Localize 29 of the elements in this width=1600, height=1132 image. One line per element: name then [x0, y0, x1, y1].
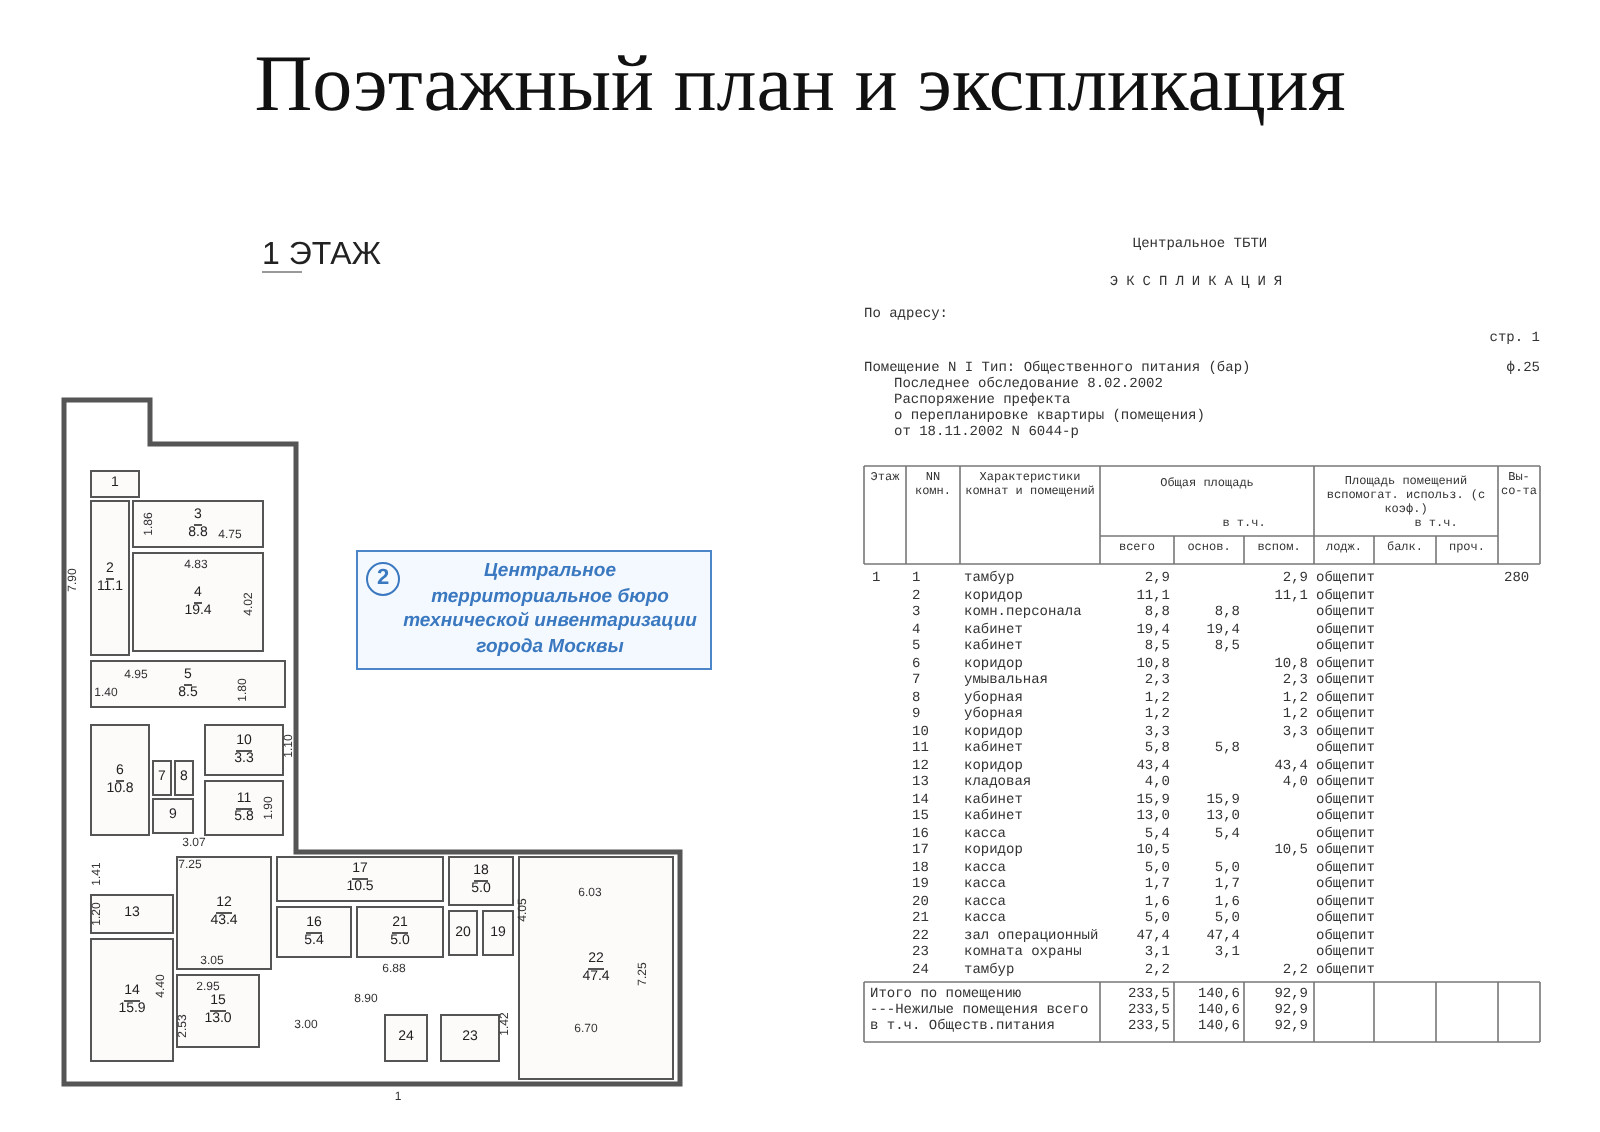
- room: [276, 856, 444, 902]
- room: [90, 500, 130, 656]
- room: [152, 798, 194, 834]
- stamp-text: Центральное территориальное бюро технической инвентаризации города Москвы: [401, 560, 699, 660]
- room: [176, 856, 272, 970]
- room: [518, 856, 674, 1080]
- room: [176, 974, 260, 1048]
- stamp-number: 2: [366, 562, 400, 596]
- floor-heading: 1 ЭТАЖ: [262, 240, 382, 272]
- stamp: [356, 550, 712, 670]
- room: [90, 894, 174, 934]
- room: [204, 724, 284, 776]
- room: [90, 938, 174, 1062]
- room: [482, 910, 514, 956]
- room: [132, 500, 264, 548]
- room: [356, 906, 444, 958]
- room: [384, 1014, 428, 1062]
- room: [448, 856, 514, 906]
- room: [90, 724, 150, 836]
- page-title: Поэтажный план и экспликация: [254, 44, 1346, 124]
- room: [204, 780, 284, 836]
- room: [276, 906, 352, 958]
- room: [132, 552, 264, 652]
- room: [174, 760, 194, 796]
- room: [448, 910, 478, 956]
- room: [90, 470, 140, 498]
- room: [90, 660, 286, 708]
- room: [440, 1014, 500, 1062]
- room: [152, 760, 172, 796]
